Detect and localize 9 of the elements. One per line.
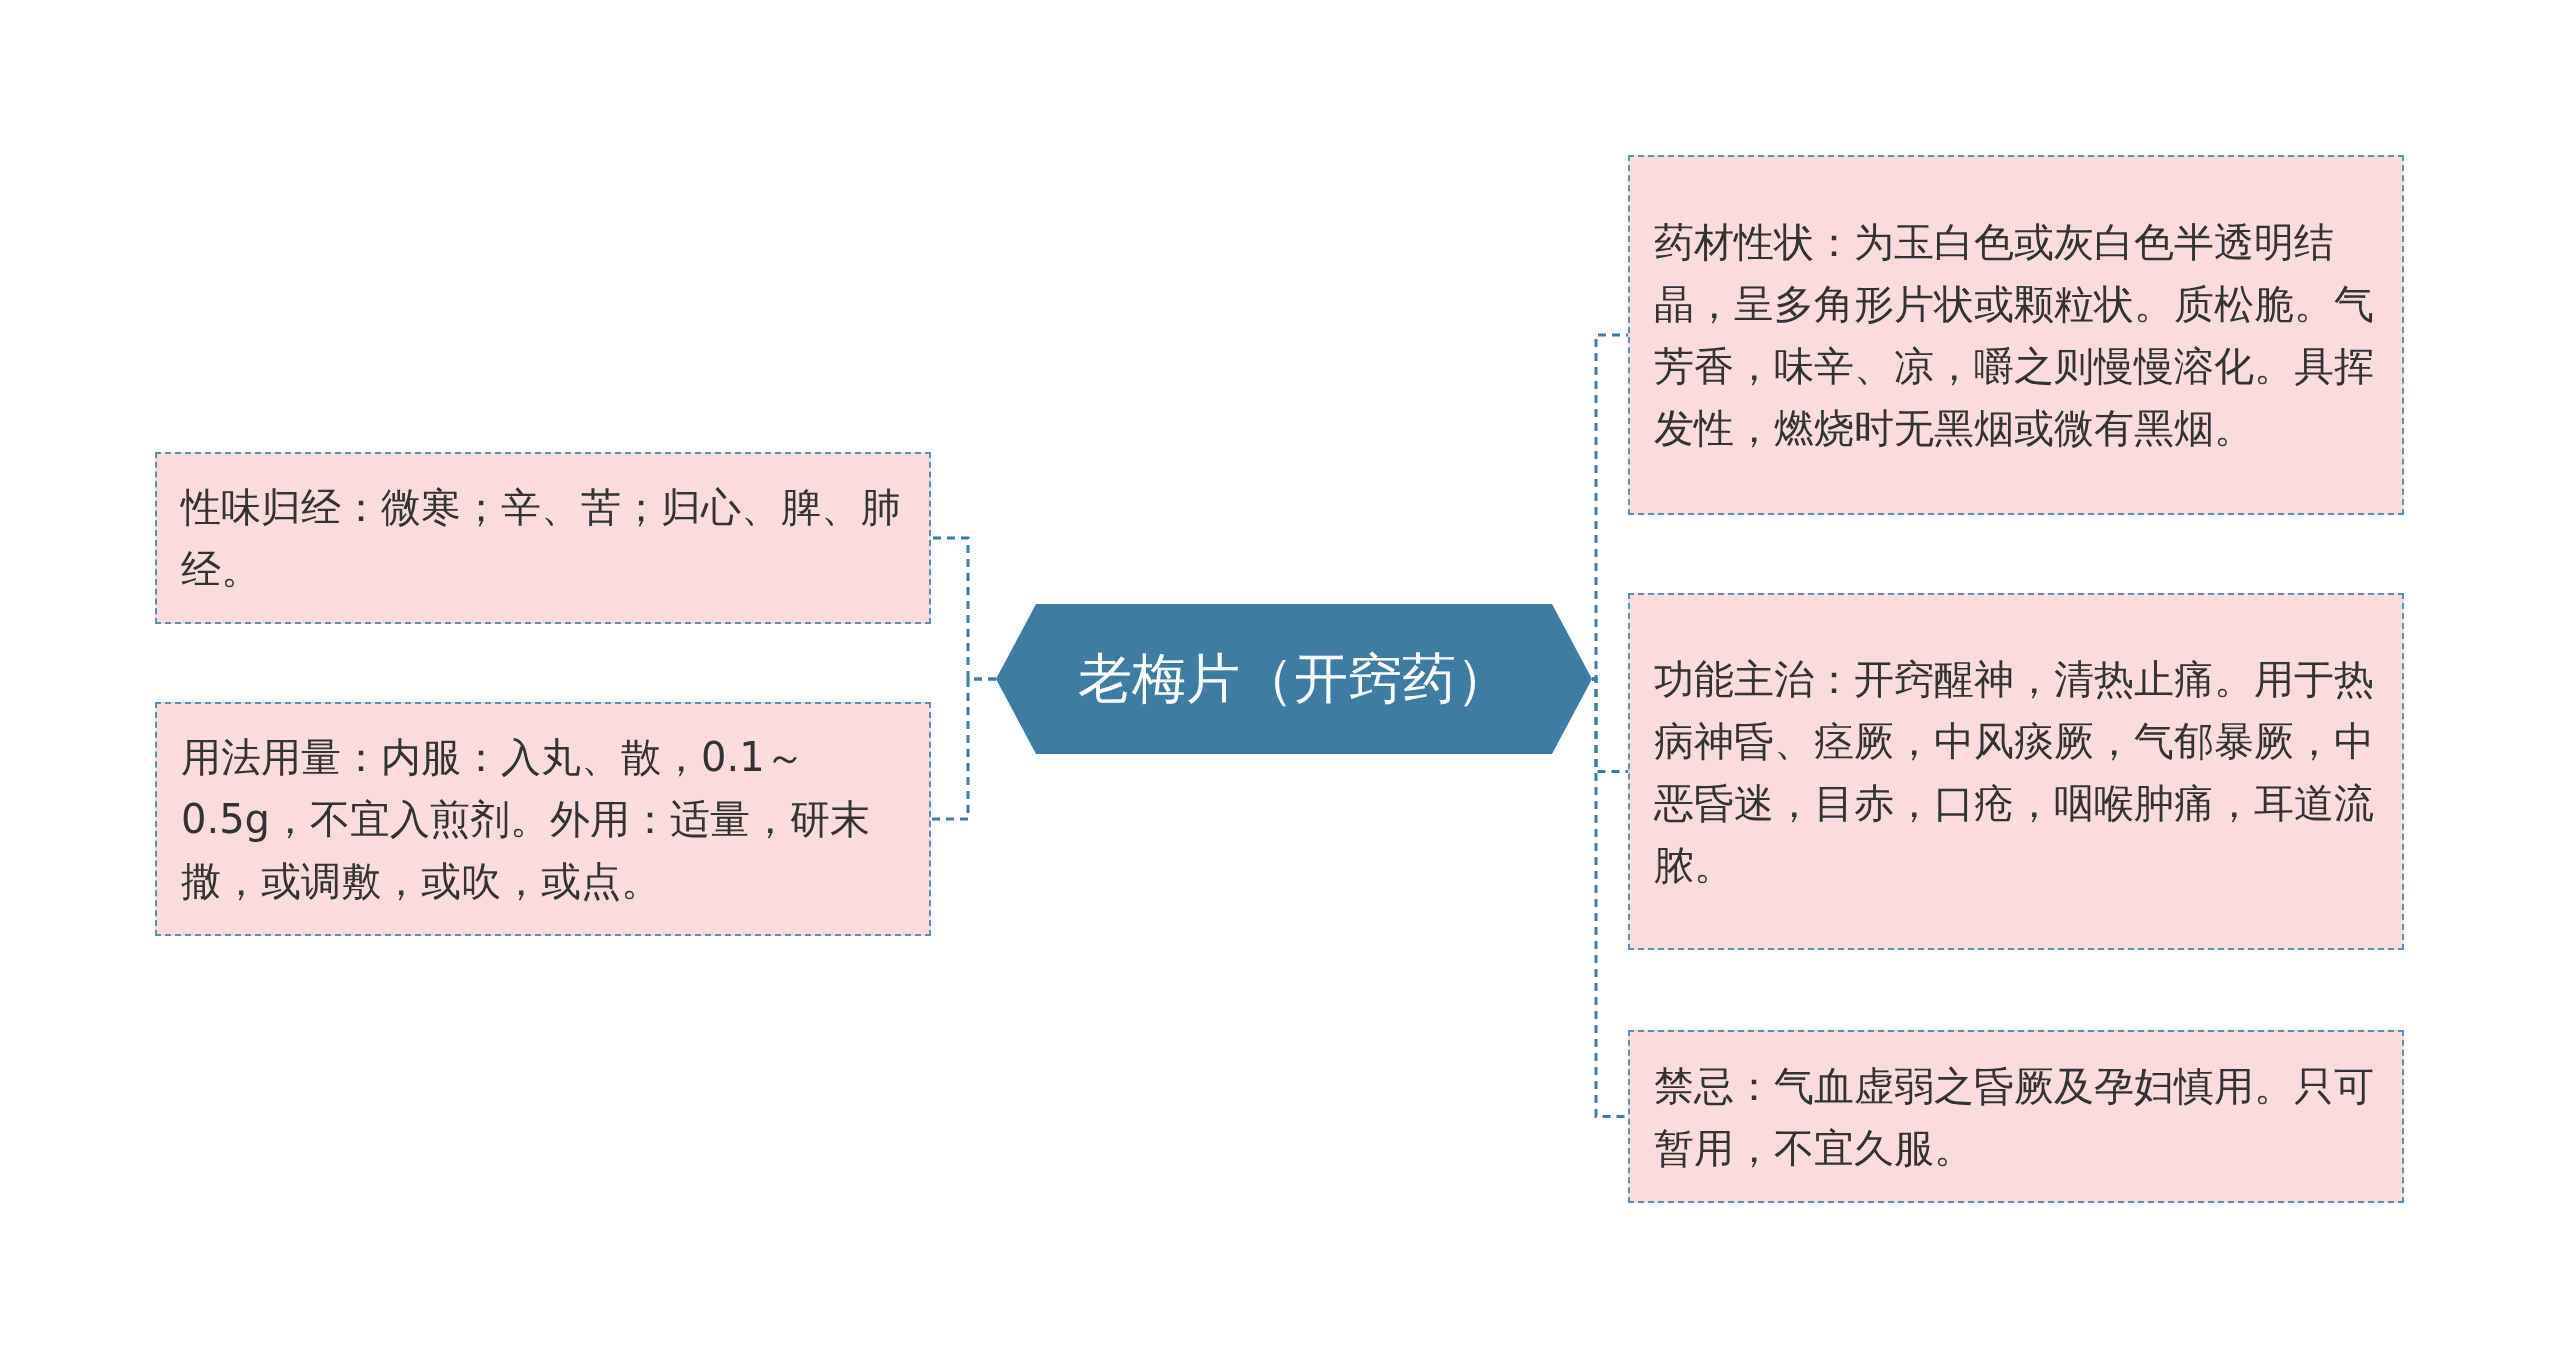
connector bbox=[1592, 333, 1628, 681]
note-box: 功能主治：开窍醒神，清热止痛。用于热病神昏、痉厥，中风痰厥，气郁暴厥，中恶昏迷，目赤，口疮，咽喉肿痛，耳道流脓。 bbox=[1628, 593, 2404, 950]
connector bbox=[931, 677, 996, 821]
note-box: 性味归经：微寒；辛、苦；归心、脾、肺经。 bbox=[155, 452, 931, 624]
note-box: 药材性状：为玉白色或灰白色半透明结晶，呈多角形片状或颗粒状。质松脆。气芳香，味辛、凉，嚼之则慢慢溶化。具挥发性，燃烧时无黑烟或微有黑烟。 bbox=[1628, 155, 2404, 515]
note-box: 用法用量：内服：入丸、散，0.1～0.5g，不宜入煎剂。外用：适量，研末撒，或调敷，或吹，或点。 bbox=[155, 702, 931, 936]
note-box: 禁忌：气血虚弱之昏厥及孕妇慎用。只可暂用，不宜久服。 bbox=[1628, 1030, 2404, 1203]
topic-hexagon: 老梅片（开窍药） bbox=[996, 604, 1592, 754]
connector bbox=[1591, 677, 1628, 1118]
